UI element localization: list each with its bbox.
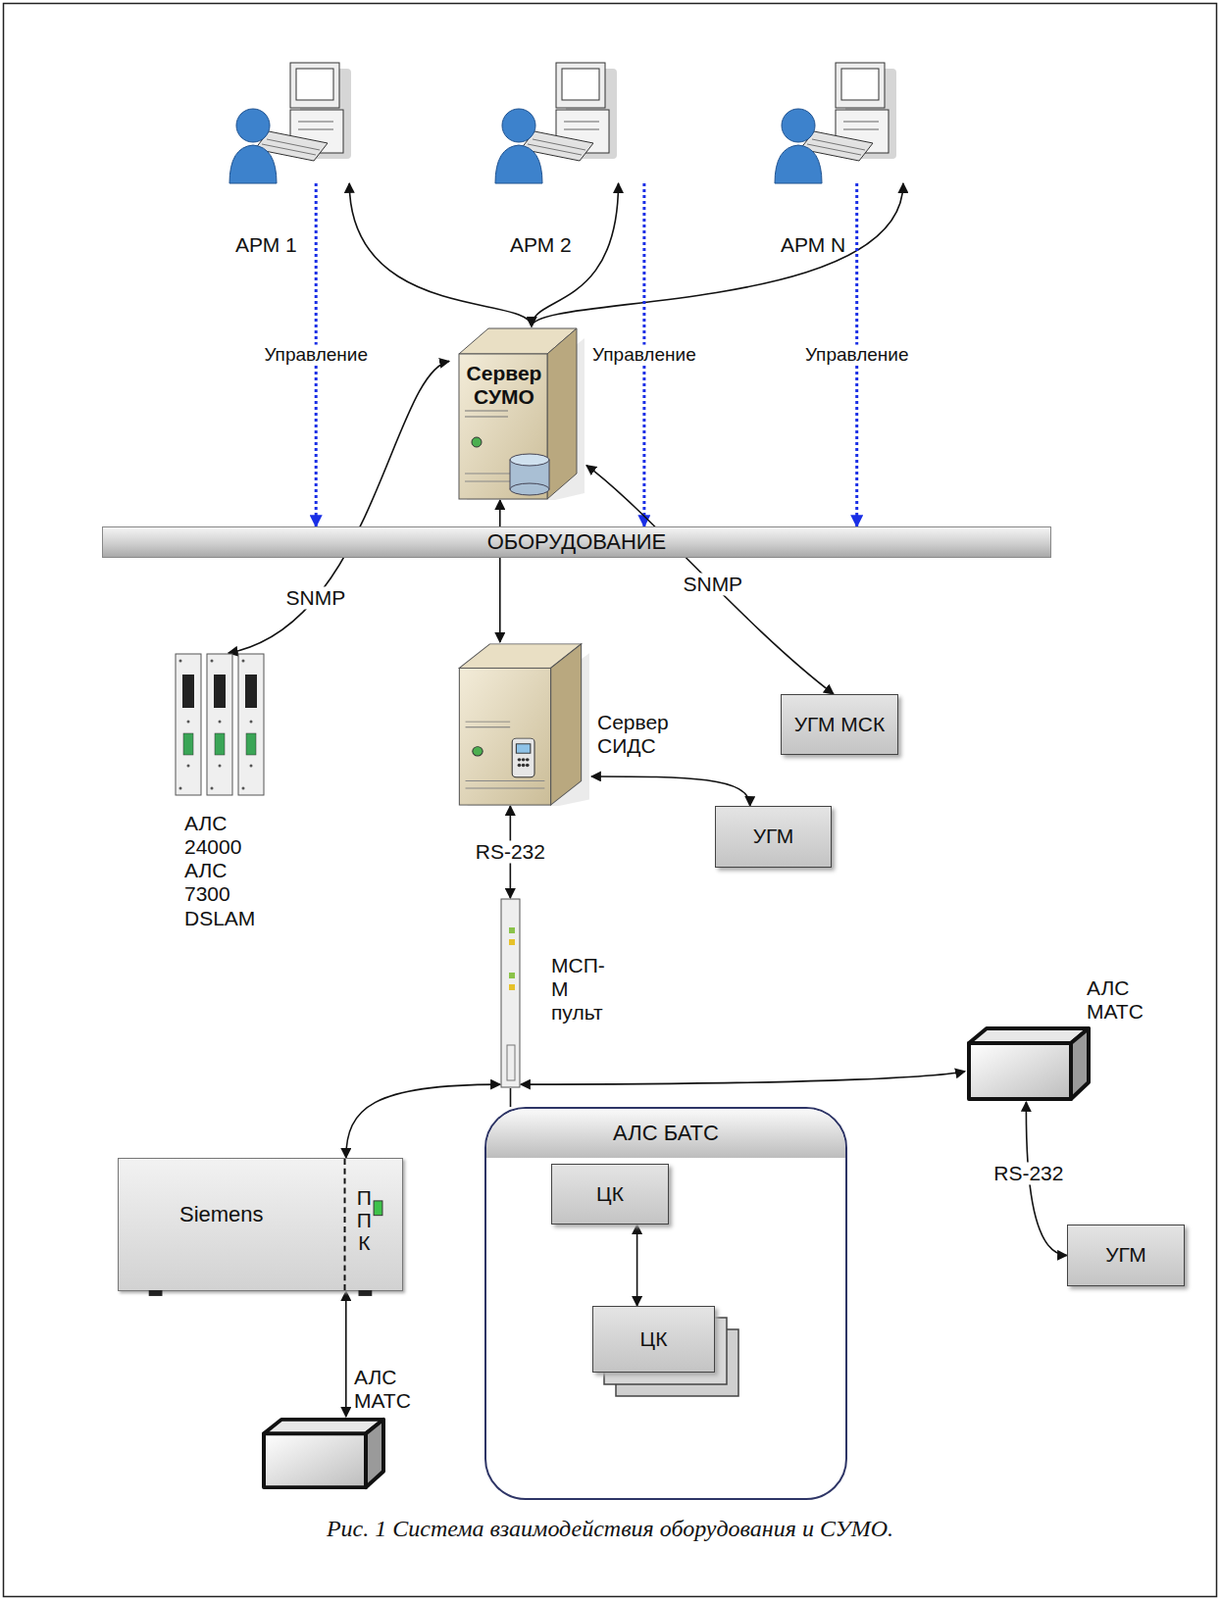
device-name: Siemens	[179, 1202, 264, 1227]
control-panel: МСП-М пульт	[500, 898, 521, 1089]
link-connector	[228, 360, 450, 654]
box-label: ЦК	[640, 1327, 668, 1352]
link-connector	[509, 1088, 512, 1108]
group-title: АЛС БАТС	[486, 1109, 846, 1159]
box-label: УГМ МСК	[794, 712, 885, 737]
switch-box: Siemens П П К	[117, 1158, 404, 1292]
connector-label: Управление	[802, 345, 913, 366]
server-node: Сервер СУМО	[449, 326, 587, 501]
server-icon	[449, 642, 592, 807]
panel-icon	[500, 898, 521, 1089]
card-box: ЦК	[592, 1306, 715, 1373]
icon-caption: МСП-М пульт	[551, 954, 606, 1025]
icon-caption: АЛС МАТС	[354, 1366, 411, 1414]
box-label: УГМ	[753, 824, 795, 849]
card-box: ЦК	[551, 1164, 669, 1225]
figure-frame	[3, 3, 1218, 1598]
workstation-icon	[229, 60, 354, 184]
control-arrow	[642, 183, 646, 527]
workstation: АРМ N	[774, 60, 908, 184]
link-connector	[531, 183, 904, 327]
exchange-cube: АЛС МАТС	[259, 1417, 388, 1491]
control-arrow	[314, 183, 318, 527]
link-connector	[349, 183, 532, 327]
equipment-band: ОБОРУДОВАНИЕ	[101, 526, 1052, 559]
exchange-group: АЛС БАТС ЦК ЦК	[484, 1107, 848, 1501]
cube-icon	[965, 1025, 1093, 1103]
cube-icon	[259, 1417, 388, 1491]
band-label: ОБОРУДОВАНИЕ	[487, 529, 667, 555]
link-connector	[1025, 1102, 1068, 1257]
link-connector	[586, 465, 834, 695]
box-label: УГМ	[1105, 1243, 1147, 1268]
box-label: ЦК	[596, 1182, 624, 1207]
device-box: УГМ МСК	[780, 694, 899, 756]
connector-label: RS-232	[990, 1163, 1067, 1186]
connector-label: SNMP	[283, 587, 350, 610]
link-connector	[499, 500, 502, 643]
icon-caption: АРМ N	[780, 233, 846, 257]
port-label: П П К	[354, 1186, 375, 1255]
link-connector	[520, 1071, 966, 1085]
connector-label: RS-232	[472, 840, 549, 864]
control-arrow	[855, 183, 859, 527]
connector-label: SNMP	[679, 573, 746, 597]
workstation-icon	[774, 60, 908, 184]
rack-icon	[173, 653, 265, 797]
icon-caption: АРМ 2	[509, 233, 572, 257]
link-connector	[346, 1084, 501, 1159]
figure-caption: Рис. 1 Система взаимодействия оборудован…	[0, 1516, 1220, 1543]
server-label: Сервер СУМО	[460, 361, 548, 409]
icon-caption: Сервер СИДС	[597, 711, 669, 759]
icon-caption: АРМ 1	[235, 233, 298, 257]
link-connector	[345, 1291, 348, 1418]
connector-label: Управление	[589, 345, 700, 366]
link-connector	[509, 806, 512, 899]
exchange-cube: АЛС МАТС	[965, 1025, 1093, 1103]
connector-label: Управление	[260, 345, 371, 366]
rack-node: АЛС 24000 АЛС 7300 DSLAM	[173, 653, 265, 797]
workstation-icon	[495, 60, 648, 184]
server-icon	[449, 326, 587, 501]
workstation: АРМ 2	[495, 60, 648, 184]
icon-caption: АЛС МАТС	[1086, 976, 1144, 1024]
device-box: УГМ	[714, 806, 832, 868]
workstation: АРМ 1	[229, 60, 354, 184]
link-connector	[591, 776, 751, 807]
device-box: УГМ	[1067, 1224, 1185, 1287]
server-node: Сервер СИДС	[449, 642, 592, 807]
link-connector	[636, 1224, 639, 1307]
icon-caption: АЛС 24000 АЛС 7300 DSLAM	[184, 812, 265, 931]
